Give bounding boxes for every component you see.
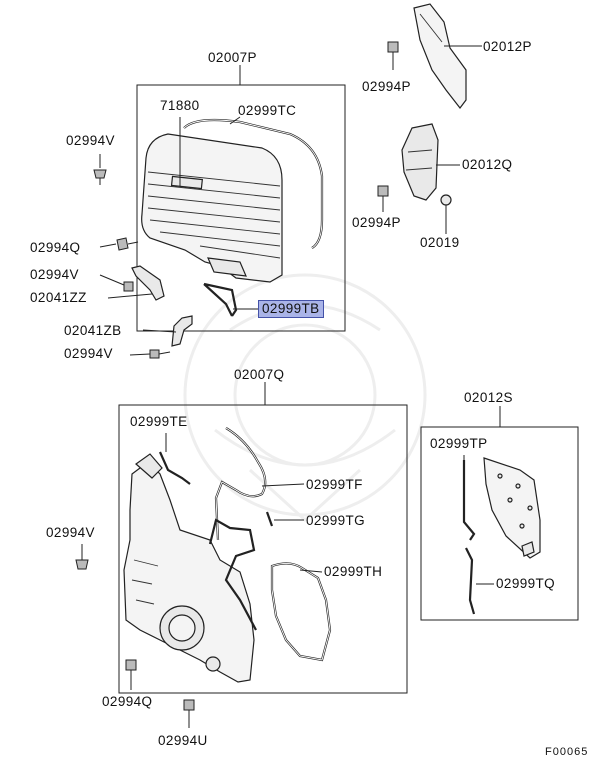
label-02999TG[interactable]: 02999TG: [306, 513, 366, 528]
label-02994V-bracket[interactable]: 02994V: [30, 267, 79, 282]
upper-cover-seal-02999TC[interactable]: [183, 118, 324, 249]
label-group-upper-cover: 02007P: [208, 50, 257, 65]
label-02994Q-lower[interactable]: 02994Q: [102, 694, 153, 709]
label-02019[interactable]: 02019: [420, 235, 460, 250]
bolt-02994U[interactable]: [183, 699, 195, 728]
bracket-02012Q[interactable]: [401, 123, 460, 201]
label-02999TF[interactable]: 02999TF: [306, 477, 363, 492]
cover-02012P[interactable]: [413, 3, 482, 109]
label-02041ZB[interactable]: 02041ZB: [64, 323, 122, 338]
label-02999TQ[interactable]: 02999TQ: [496, 576, 556, 591]
seal-02999TQ[interactable]: [465, 547, 494, 615]
label-02994P-mid[interactable]: 02994P: [352, 215, 401, 230]
bolt-02994V-mid[interactable]: [129, 349, 171, 359]
label-group-rear-plate: 02012S: [464, 390, 513, 405]
label-02994V-mid[interactable]: 02994V: [64, 346, 113, 361]
label-02999TB-highlighted[interactable]: 02999TB: [258, 300, 324, 318]
upper-cover-group-box: [136, 84, 346, 332]
upper-timing-cover[interactable]: [141, 133, 283, 283]
seal-02999TH[interactable]: [270, 562, 332, 662]
rear-plate-02012S[interactable]: [483, 457, 541, 559]
label-02994Q-upper[interactable]: 02994Q: [30, 240, 81, 255]
label-02999TE[interactable]: 02999TE: [130, 414, 188, 429]
bolt-02994P-mid[interactable]: [377, 185, 389, 212]
label-02012P[interactable]: 02012P: [483, 39, 532, 54]
washer-02019[interactable]: [440, 194, 452, 234]
label-02994V-upper[interactable]: 02994V: [66, 133, 115, 148]
label-02994P-upper[interactable]: 02994P: [362, 79, 411, 94]
bolt-02994V-upper[interactable]: [93, 154, 107, 185]
label-02994V-lower[interactable]: 02994V: [46, 525, 95, 540]
seal-02999TB[interactable]: [203, 282, 238, 317]
label-02012Q[interactable]: 02012Q: [462, 157, 513, 172]
label-71880[interactable]: 71880: [160, 98, 200, 113]
bracket-02041ZZ[interactable]: [107, 265, 165, 301]
seal-02999TE[interactable]: [158, 433, 191, 485]
figure-code: F00065: [545, 746, 589, 758]
lower-cover-group-box: [118, 404, 408, 694]
bolt-02994P-upper[interactable]: [387, 41, 399, 70]
lower-timing-cover[interactable]: [123, 453, 255, 683]
seal-02999TG[interactable]: [265, 511, 304, 527]
label-02999TH[interactable]: 02999TH: [324, 564, 383, 579]
label-02999TP[interactable]: 02999TP: [430, 436, 488, 451]
seal-02999TP[interactable]: [462, 455, 476, 541]
label-02994U[interactable]: 02994U: [158, 733, 208, 748]
label-02999TC[interactable]: 02999TC: [238, 103, 297, 118]
bolt-02994Q-upper[interactable]: [99, 237, 139, 251]
seal-02999TF[interactable]: [214, 427, 305, 541]
bracket-02041ZB[interactable]: [142, 315, 193, 347]
bolt-02994V-lower[interactable]: [75, 544, 89, 570]
lower-cover-seal[interactable]: [208, 518, 257, 631]
bolt-02994V-bracket[interactable]: [99, 274, 134, 292]
label-group-lower-cover: 02007Q: [234, 367, 285, 382]
label-02041ZZ[interactable]: 02041ZZ: [30, 290, 87, 305]
bolt-02994Q-lower[interactable]: [125, 659, 137, 690]
